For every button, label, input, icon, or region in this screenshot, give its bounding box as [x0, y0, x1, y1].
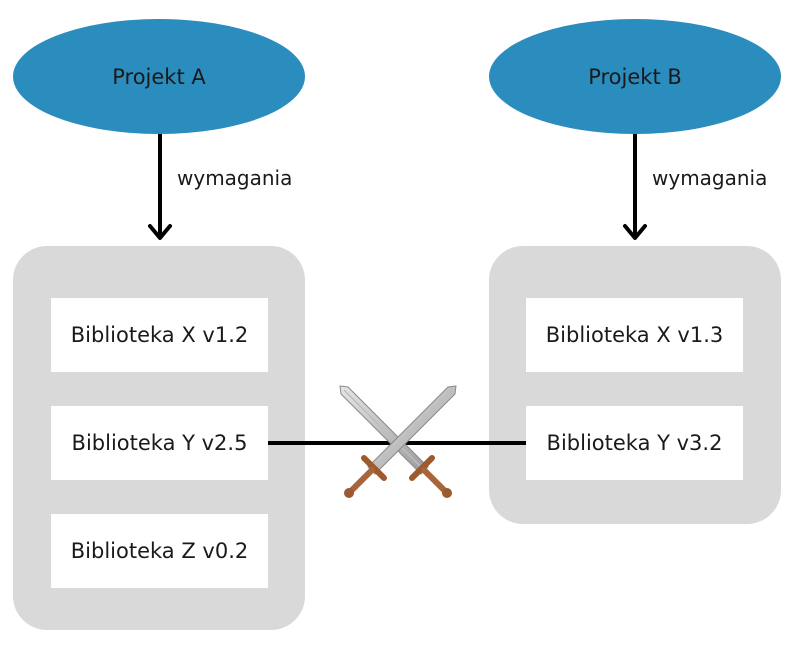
sword-1 [339, 385, 452, 498]
sword-2 [344, 385, 457, 498]
project-a-node: Projekt A [13, 19, 305, 134]
library-box-b-x: Biblioteka X v1.3 [526, 298, 743, 372]
dependency-group-b [489, 246, 781, 524]
crossed-swords-icon [339, 385, 457, 498]
requires-arrow-b [623, 134, 647, 240]
requires-arrow-a [148, 134, 172, 240]
project-b-node: Projekt B [489, 19, 781, 134]
edge-label-a: wymagania [177, 166, 293, 190]
library-box-a-z: Biblioteka Z v0.2 [51, 514, 268, 588]
project-b-label: Projekt B [588, 64, 682, 89]
library-box-a-x: Biblioteka X v1.2 [51, 298, 268, 372]
project-a-label: Projekt A [112, 64, 206, 89]
library-box-b-y: Biblioteka Y v3.2 [526, 406, 743, 480]
edge-label-b: wymagania [652, 166, 768, 190]
library-box-a-y: Biblioteka Y v2.5 [51, 406, 268, 480]
